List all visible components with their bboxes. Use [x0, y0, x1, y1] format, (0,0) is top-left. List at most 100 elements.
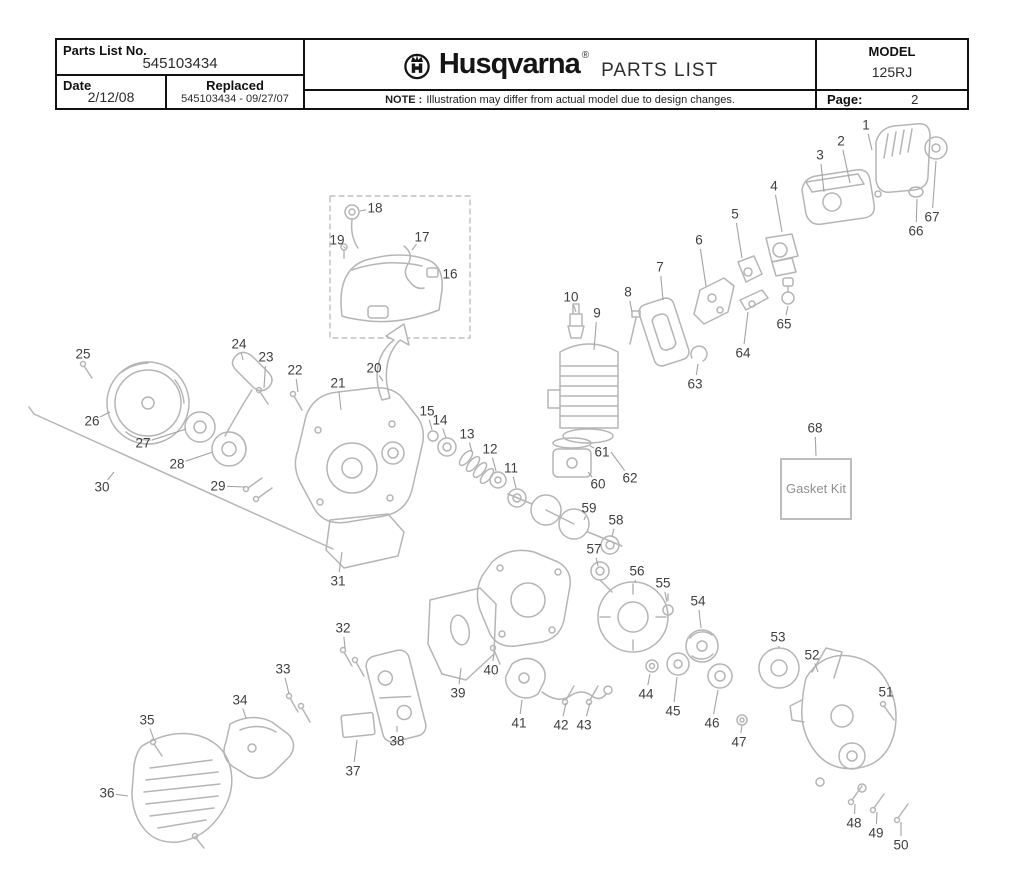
leader-line-part-14	[442, 428, 447, 439]
title-block: Parts List No. 545103434 Date 2/12/08 Re…	[55, 38, 969, 110]
replaced-label: Replaced	[206, 78, 264, 93]
leader-line-part-45	[673, 676, 678, 703]
part-number-44: 44	[638, 687, 654, 702]
replaced-value: 545103434 - 09/27/07	[181, 93, 289, 105]
carburetor-airfilter-art	[638, 123, 948, 367]
part-number-42: 42	[553, 718, 568, 733]
part-number-2: 2	[837, 134, 845, 149]
leader-line-part-21	[338, 391, 342, 411]
model-cell: MODEL 125RJ	[817, 40, 967, 89]
part-number-55: 55	[655, 576, 670, 591]
part-number-9: 9	[593, 306, 601, 321]
registered-trademark: ®	[581, 50, 590, 61]
part-number-32: 32	[335, 621, 350, 636]
leader-line-part-26	[99, 411, 111, 418]
model-value: 125RJ	[871, 64, 913, 80]
husqvarna-crown-logo-icon	[402, 50, 432, 80]
parts-list-no-label: Parts List No.	[63, 43, 147, 58]
leader-line-part-47	[740, 725, 743, 734]
leader-line-part-27	[151, 428, 187, 441]
leader-line-part-30	[107, 471, 115, 481]
leader-line-part-20	[378, 375, 384, 382]
part-number-53: 53	[770, 630, 785, 645]
page-label: Page:	[827, 92, 863, 107]
date-label: Date	[63, 78, 92, 93]
leader-line-part-7	[660, 275, 664, 301]
throttle-rod-art	[28, 406, 334, 550]
parts-list-no-cell: Parts List No. 545103434	[57, 40, 303, 76]
leader-line-part-10	[573, 305, 577, 313]
part-number-15: 15	[419, 404, 434, 419]
leader-line-part-55	[664, 591, 668, 603]
part-number-17: 17	[414, 230, 429, 245]
part-number-61: 61	[594, 445, 609, 460]
part-number-18: 18	[367, 201, 382, 216]
part-number-38: 38	[389, 734, 404, 749]
part-number-10: 10	[563, 290, 578, 305]
gasket-kit-box: Gasket Kit	[780, 458, 852, 520]
leader-line-part-4	[774, 194, 783, 233]
part-number-26: 26	[84, 414, 99, 429]
leader-line-part-33	[284, 677, 290, 695]
part-number-60: 60	[590, 477, 605, 492]
brand-wordmark: Husqvarna	[438, 48, 581, 80]
leader-line-part-19	[343, 246, 346, 249]
date-cell: Date 2/12/08	[57, 76, 167, 108]
crankcase-housing-art	[294, 387, 425, 677]
part-number-45: 45	[665, 704, 680, 719]
date-value: 2/12/08	[87, 89, 135, 105]
part-number-22: 22	[287, 363, 302, 378]
leader-line-part-57	[595, 557, 599, 567]
page-number: 2	[911, 92, 919, 107]
leader-line-part-44	[647, 673, 651, 686]
leader-line-part-61	[589, 445, 595, 449]
part-number-12: 12	[482, 442, 497, 457]
part-number-27: 27	[135, 436, 150, 451]
date-replaced-row: Date 2/12/08 Replaced 545103434 - 09/27/…	[57, 76, 303, 108]
part-number-54: 54	[690, 594, 706, 609]
part-number-39: 39	[450, 686, 465, 701]
part-number-36: 36	[99, 786, 114, 801]
leader-line-part-39	[458, 667, 462, 685]
part-number-62: 62	[622, 471, 637, 486]
part-number-34: 34	[232, 693, 248, 708]
replaced-cell: Replaced 545103434 - 09/27/07	[167, 76, 303, 108]
part-number-68: 68	[807, 421, 822, 436]
leader-line-part-67	[932, 160, 937, 209]
part-number-63: 63	[687, 377, 702, 392]
part-number-8: 8	[624, 285, 632, 300]
cylinder-piston-crank-art	[427, 303, 641, 581]
brand-row: Husqvarna ® PARTS LIST	[305, 40, 815, 89]
leader-line-part-31	[338, 551, 343, 573]
part-number-48: 48	[846, 816, 861, 831]
part-number-46: 46	[704, 716, 719, 731]
title-block-left: Parts List No. 545103434 Date 2/12/08 Re…	[57, 40, 305, 108]
leader-line-part-43	[585, 702, 591, 717]
part-number-56: 56	[629, 564, 644, 579]
part-number-31: 31	[330, 574, 345, 589]
page-cell: Page: 2	[817, 89, 967, 108]
part-number-19: 19	[329, 233, 344, 248]
leader-line-part-22	[295, 378, 299, 393]
leader-line-part-52	[814, 663, 819, 673]
leader-line-part-18	[359, 209, 367, 212]
leader-line-part-3	[820, 163, 825, 193]
leader-line-part-37	[353, 739, 358, 763]
leader-line-part-46	[713, 689, 719, 715]
part-number-59: 59	[581, 501, 596, 516]
part-number-37: 37	[345, 764, 360, 779]
part-number-28: 28	[169, 457, 184, 472]
leader-line-part-1	[867, 133, 873, 151]
leader-line-part-29	[226, 485, 246, 488]
part-number-3: 3	[816, 148, 824, 163]
part-number-29: 29	[210, 479, 225, 494]
leader-line-part-23	[263, 365, 266, 389]
part-number-35: 35	[139, 713, 154, 728]
part-number-6: 6	[695, 233, 703, 248]
detail-arrow	[376, 323, 410, 401]
module-shroud-art	[131, 587, 497, 849]
gear-housing-art	[758, 647, 909, 824]
leader-line-part-68	[814, 436, 817, 457]
leader-line-part-36	[115, 793, 129, 797]
leader-line-part-35	[149, 728, 155, 741]
